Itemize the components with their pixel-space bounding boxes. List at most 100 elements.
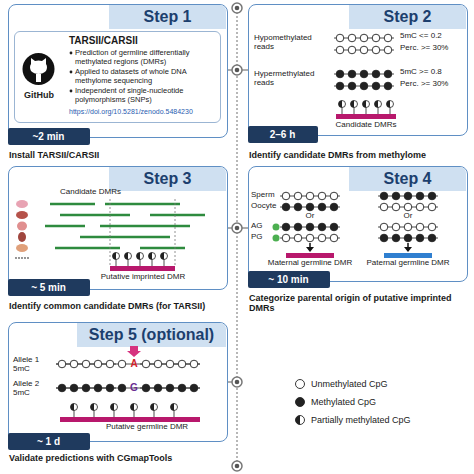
- sample-label: Oocyte: [251, 202, 285, 211]
- bullet-text: Independent of single-nucleotide polymor…: [75, 87, 218, 104]
- svg-part: [15, 257, 17, 259]
- svg-part: [407, 243, 409, 248]
- step-heading: Step 2: [349, 5, 466, 29]
- svg-part: [232, 377, 242, 387]
- svg-part: [404, 247, 412, 252]
- candidate-dmr-lines: [45, 204, 205, 248]
- repo-panel: GitHubTARSII/CARSIIPrediction of germlin…: [14, 31, 221, 123]
- step-heading: Step 3: [109, 167, 226, 191]
- read-label: Hypermethylated reads: [254, 70, 332, 88]
- cpg-row: [334, 70, 394, 78]
- time-tag: ~2 min: [8, 128, 90, 145]
- down-arrows: [306, 243, 412, 252]
- step-caption: Identify candidate DMRs from methylome: [249, 150, 469, 160]
- dmr-bar: [336, 114, 396, 119]
- svg-part: [235, 68, 240, 73]
- legend-text: Methylated CpG: [311, 396, 376, 408]
- time-tag: ~ 1 d: [8, 433, 90, 450]
- cpg-lollipop: [161, 253, 168, 267]
- svg-part: [232, 3, 242, 13]
- svg-part: [306, 247, 314, 252]
- svg-part: [309, 243, 311, 248]
- more-dots: [15, 257, 29, 259]
- logo-label: GitHub: [17, 90, 61, 100]
- cpg-lollipop: [387, 101, 394, 115]
- cpg-row: [378, 192, 438, 200]
- svg-part: [27, 257, 29, 259]
- legend-symbol: [294, 396, 306, 408]
- time-label: ~ 1 d: [8, 433, 90, 450]
- cpg-row: [140, 360, 200, 368]
- svg-part: [16, 211, 28, 219]
- bar-label: Putative imprinted DMR: [92, 273, 194, 282]
- threshold: Perc. >= 30%: [400, 44, 466, 53]
- legend-text: Unmethylated CpG: [311, 378, 388, 390]
- svg-part: [175, 199, 176, 266]
- svg-part: [140, 247, 185, 250]
- svg-part: [150, 214, 205, 217]
- time-tag: 2–6 h: [248, 126, 318, 143]
- cpg-symbol: [296, 380, 305, 389]
- threshold: 5mC >= 0.8: [400, 68, 466, 77]
- cpg-row: [378, 223, 438, 231]
- svg-part: [235, 226, 240, 231]
- snp-arrow: [127, 346, 141, 357]
- time-label: 2–6 h: [248, 126, 318, 143]
- threshold: Perc. >= 30%: [400, 80, 466, 89]
- timeline-dots: [232, 3, 242, 471]
- overlap-guides: [110, 199, 175, 266]
- cpg-row: [280, 234, 340, 242]
- svg-part: [235, 464, 240, 469]
- sample-label: PG: [251, 233, 271, 242]
- step-box: Step 3Identify common candidate DMRs (fo…: [8, 166, 228, 290]
- timeline-dot-centers: [235, 6, 240, 469]
- cpg: [118, 384, 126, 392]
- svg-part: [228, 227, 232, 228]
- cpg-row: [280, 192, 340, 200]
- svg-part: [242, 69, 248, 70]
- allele-label: Allele 2 5mC: [13, 380, 47, 398]
- svg-part: [60, 214, 130, 217]
- cpg-lollipop: [339, 101, 346, 115]
- svg-part: [232, 65, 242, 75]
- cpg-lollipop: [375, 101, 382, 115]
- allele-label: Allele 1 5mC: [13, 356, 47, 374]
- bullets: [70, 52, 73, 93]
- svg-part: [228, 69, 232, 70]
- cpg-half: [296, 416, 300, 425]
- step-heading: Step 1: [109, 5, 226, 29]
- read-label: Hypomethylated reads: [254, 34, 326, 52]
- legend-symbol: [294, 378, 306, 390]
- svg-part: [232, 223, 242, 233]
- threshold: 5mC <= 0.2: [400, 32, 466, 41]
- time-tag: ~ 10 min: [248, 271, 330, 288]
- cpg-row: [280, 223, 340, 231]
- step-heading: Step 4: [349, 167, 466, 191]
- time-label: ~ 5 min: [8, 279, 90, 296]
- bar-label: Maternal germline DMR: [266, 259, 354, 268]
- dmr-bar: [60, 417, 200, 422]
- embryo-dot: [273, 224, 280, 231]
- cpg-lollipop: [131, 404, 138, 418]
- time-label: ~ 10 min: [248, 271, 330, 288]
- read-line: [56, 364, 200, 365]
- maternal-bar: [286, 253, 334, 258]
- bar-label: Candidate DMRs: [326, 121, 406, 130]
- step-heading: Step 5 (optional): [77, 323, 226, 347]
- cpg-lollipop: [171, 404, 178, 418]
- doi-link: https://doi.org/10.5281/zenodo.5484230: [69, 108, 219, 116]
- tool-title: TARSII/CARSII: [69, 35, 219, 47]
- cpg-row: [334, 34, 394, 42]
- cpg-lollipop: [91, 404, 98, 418]
- svg-part: [16, 200, 28, 208]
- organ-icons: [16, 200, 28, 252]
- snp-base: G: [129, 382, 139, 393]
- cpg-lollipop: [71, 404, 78, 418]
- sample-label: Sperm: [251, 191, 281, 200]
- svg-part: [17, 222, 27, 231]
- or-label: Or: [401, 212, 415, 221]
- svg-part: [55, 247, 120, 250]
- cpg-row: [56, 360, 116, 368]
- step-caption: Install TARSII/CARSII: [9, 150, 229, 160]
